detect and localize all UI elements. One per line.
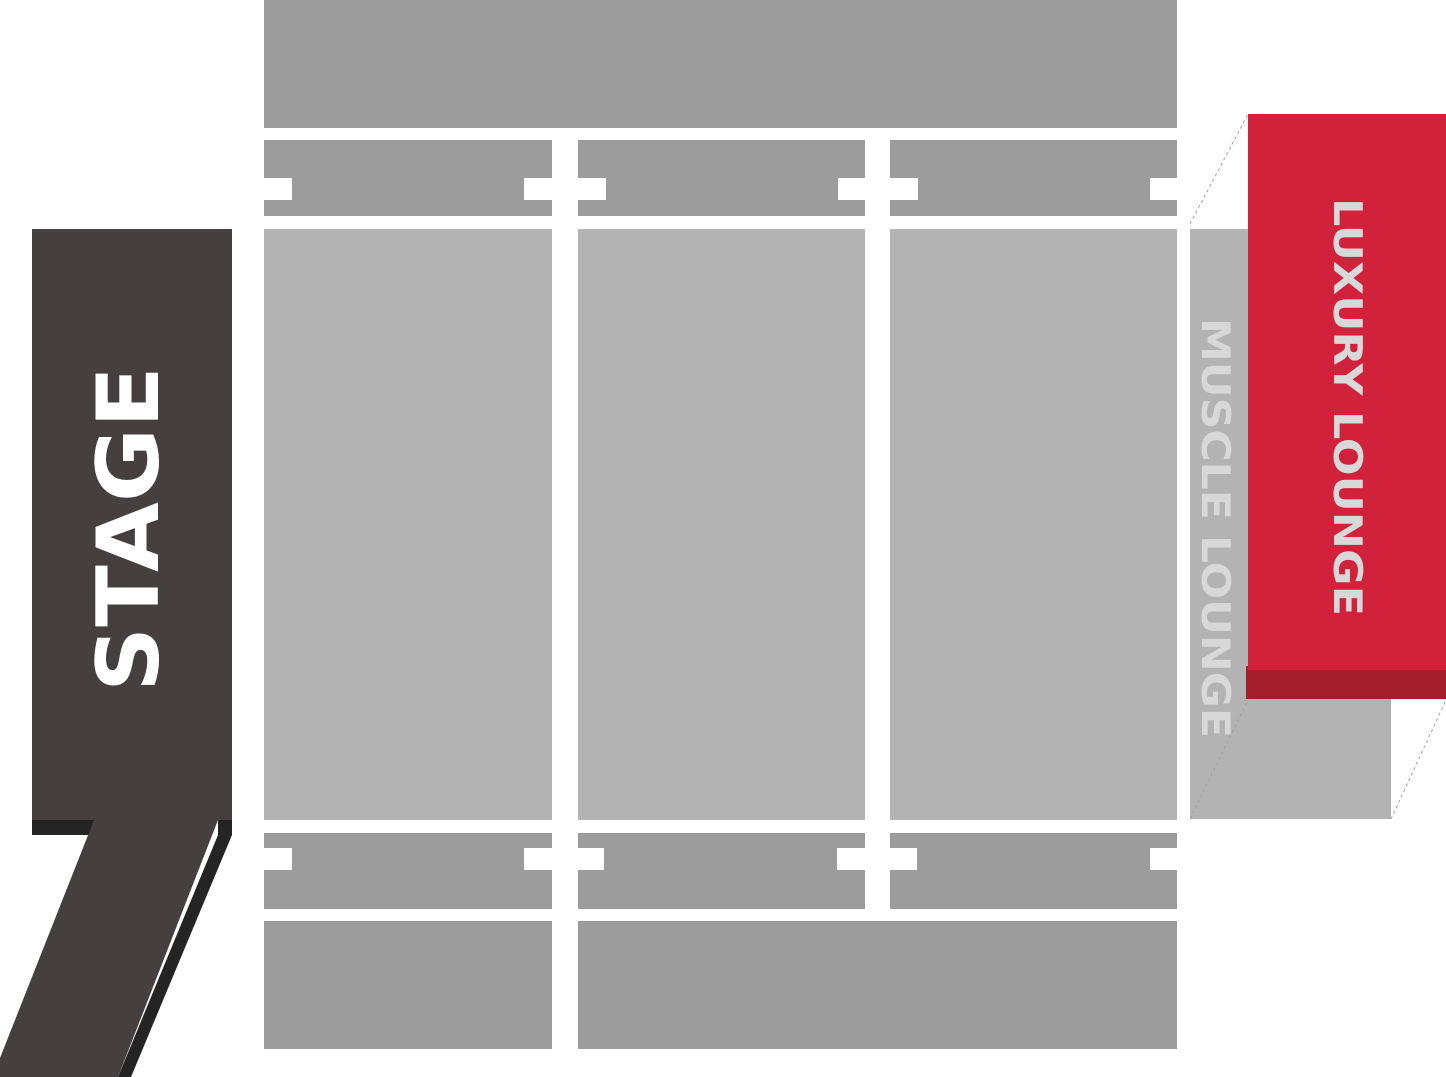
upper-row <box>264 140 1178 216</box>
section-floor-right[interactable] <box>890 229 1177 820</box>
floor <box>264 229 1177 820</box>
aisle-notch <box>264 178 292 200</box>
section-upper-left[interactable] <box>264 140 552 216</box>
section-bottom-right[interactable] <box>578 921 1177 1049</box>
perspective-line <box>1189 113 1249 225</box>
aisle-notch <box>1150 848 1178 870</box>
aisle-notch <box>1150 178 1178 200</box>
section-floor-left[interactable] <box>264 229 552 820</box>
section-lower-right[interactable] <box>890 833 1177 909</box>
lower-row <box>264 833 1178 909</box>
perspective-line <box>1189 699 1249 820</box>
aisle-notch <box>524 848 604 870</box>
luxury-lounge-label: LUXURY LOUNGE <box>1324 198 1369 616</box>
stage-shadow <box>118 818 232 1077</box>
section-upper-center[interactable] <box>578 140 865 216</box>
luxury-lounge-shadow <box>1246 666 1446 699</box>
stage[interactable]: STAGE <box>0 229 232 1077</box>
section-floor-center[interactable] <box>578 229 865 820</box>
section-bottom-left[interactable] <box>264 921 552 1049</box>
stage-label: STAGE <box>79 366 179 692</box>
luxury-lounge[interactable]: LUXURY LOUNGE <box>1246 114 1446 699</box>
aisle-notch <box>838 178 918 200</box>
section-top[interactable] <box>264 0 1177 128</box>
section-upper-right[interactable] <box>890 140 1177 216</box>
perspective-line <box>1390 699 1446 820</box>
aisle-notch <box>524 178 606 200</box>
section-lower-left[interactable] <box>264 833 552 909</box>
stage-shadow <box>32 818 94 835</box>
muscle-lounge-label: MUSCLE LOUNGE <box>1192 318 1237 738</box>
section-lower-center[interactable] <box>578 833 865 909</box>
aisle-notch <box>837 848 917 870</box>
luxury-lounge-box <box>1248 114 1446 670</box>
aisle-notch <box>264 848 292 870</box>
stage-body <box>0 229 232 1077</box>
